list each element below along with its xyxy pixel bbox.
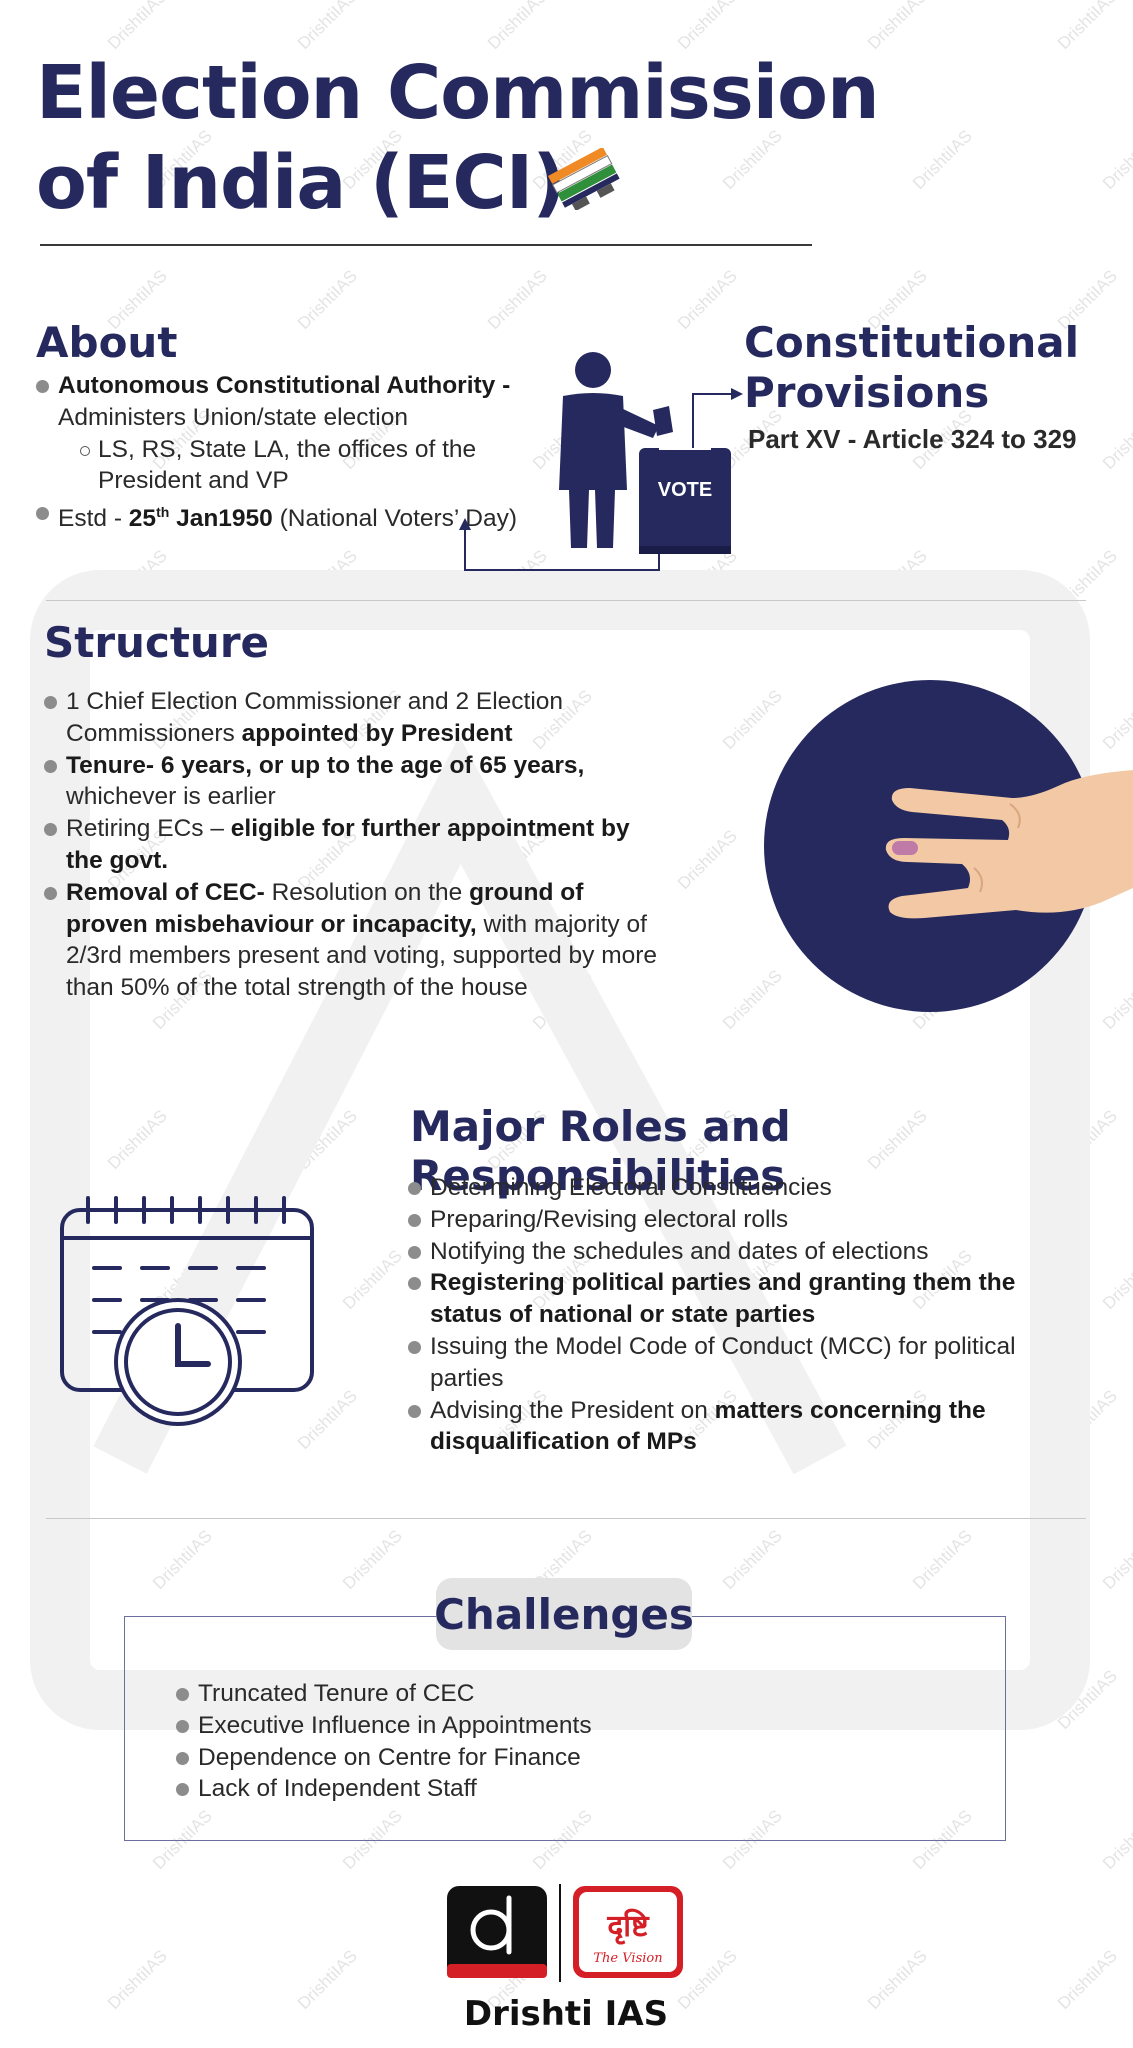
roles-heading: Major Roles and Responsibilities	[410, 1102, 791, 1200]
watermark-text: DrishtiIAS	[338, 1246, 406, 1314]
watermark-text: DrishtiIAS	[863, 0, 931, 54]
roles-list: Determining Electoral Constituencies Pre…	[408, 1172, 1048, 1458]
roles-item: Advising the President on matters concer…	[408, 1395, 1048, 1459]
challenges-item: Truncated Tenure of CEC	[176, 1678, 876, 1710]
constitutional-provisions-heading: Constitutional Provisions	[744, 318, 1079, 417]
watermark-text: DrishtiIAS	[1098, 1246, 1133, 1314]
watermark-text: DrishtiIAS	[673, 266, 741, 334]
structure-item: 1 Chief Election Commissioner and 2 Elec…	[44, 686, 664, 750]
title-line-2: of India (ECI)	[36, 140, 566, 226]
section-divider	[46, 1518, 1086, 1519]
structure-list: 1 Chief Election Commissioner and 2 Elec…	[44, 686, 664, 1004]
brand-tagline: The Vision	[593, 1951, 662, 1966]
watermark-text: DrishtiIAS	[293, 1946, 361, 2014]
arrow-right-icon	[731, 388, 743, 400]
brand-name: Drishti IAS	[463, 1994, 669, 2034]
drishti-ias-logo: d दृष्टि The Vision	[447, 1884, 683, 1982]
challenges-item: Dependence on Centre for Finance	[176, 1742, 876, 1774]
about-heading: About	[36, 318, 178, 367]
challenges-item: Lack of Independent Staff	[176, 1773, 876, 1805]
title-line-1: Election Commission	[36, 50, 880, 136]
about-list: Autonomous Constitutional Authority -Adm…	[36, 370, 576, 535]
watermark-text: DrishtiIAS	[483, 266, 551, 334]
watermark-text: DrishtiIAS	[908, 126, 976, 194]
calendar-clock-icon	[60, 1196, 314, 1426]
structure-item: Retiring ECs – eligible for further appo…	[44, 813, 664, 877]
watermark-text: DrishtiIAS	[1053, 1946, 1121, 2014]
evm-logo-icon	[548, 148, 620, 210]
watermark-text: DrishtiIAS	[718, 1526, 786, 1594]
watermark-text: DrishtiIAS	[1053, 0, 1121, 54]
page-title: Election Commission of India (ECI)	[36, 48, 880, 228]
watermark-text: DrishtiIAS	[103, 1106, 171, 1174]
watermark-text: DrishtiIAS	[1053, 1386, 1121, 1454]
about-item: Estd - 25th Jan1950 (National Voters’ Da…	[36, 497, 576, 535]
watermark-text: DrishtiIAS	[673, 0, 741, 54]
vote-box-label: VOTE	[658, 479, 712, 501]
structure-item: Tenure- 6 years, or up to the age of 65 …	[44, 750, 664, 814]
watermark-text: DrishtiIAS	[908, 1526, 976, 1594]
watermark-text: DrishtiIAS	[673, 826, 741, 894]
roles-item: Notifying the schedules and dates of ele…	[408, 1236, 1048, 1268]
about-sub-item: LS, RS, State LA, the offices of the Pre…	[36, 434, 576, 498]
watermark-text: DrishtiIAS	[338, 1526, 406, 1594]
structure-item: Removal of CEC- Resolution on the ground…	[44, 877, 664, 1004]
arrow-up-icon	[459, 518, 471, 530]
challenges-item: Executive Influence in Appointments	[176, 1710, 876, 1742]
inked-finger-hand-illustration	[764, 680, 1133, 1012]
watermark-text: DrishtiIAS	[1098, 126, 1133, 194]
section-divider	[46, 600, 1086, 601]
watermark-text: DrishtiIAS	[103, 1946, 171, 2014]
constitutional-provisions-text: Part XV - Article 324 to 329	[748, 424, 1077, 454]
watermark-text: DrishtiIAS	[293, 0, 361, 54]
watermark-text: DrishtiIAS	[863, 1946, 931, 2014]
roles-item: Registering political parties and granti…	[408, 1267, 1048, 1331]
challenges-heading-badge: Challenges	[434, 1578, 694, 1650]
challenges-heading: Challenges	[434, 1589, 694, 1639]
about-item: Autonomous Constitutional Authority -Adm…	[36, 370, 576, 434]
watermark-text: DrishtiIAS	[293, 266, 361, 334]
watermark-text: DrishtiIAS	[1098, 1526, 1133, 1594]
structure-heading: Structure	[44, 618, 270, 667]
brand-hindi: दृष्टि	[606, 1908, 650, 1945]
watermark-text: DrishtiIAS	[293, 1106, 361, 1174]
roles-item: Determining Electoral Constituencies	[408, 1172, 1048, 1204]
watermark-text: DrishtiIAS	[103, 546, 171, 614]
watermark-text: DrishtiIAS	[1053, 1666, 1121, 1734]
watermark-text: DrishtiIAS	[293, 546, 361, 614]
roles-item: Preparing/Revising electoral rolls	[408, 1204, 1048, 1236]
watermark-text: DrishtiIAS	[1098, 406, 1133, 474]
watermark-text: DrishtiIAS	[1098, 1806, 1133, 1874]
roles-item: Issuing the Model Code of Conduct (MCC) …	[408, 1331, 1048, 1395]
voter-ballot-box-illustration: VOTE	[459, 352, 743, 571]
hand-icon	[885, 770, 1133, 919]
watermark-text: DrishtiIAS	[863, 546, 931, 614]
watermark-text: DrishtiIAS	[148, 1526, 216, 1594]
title-underline	[40, 244, 812, 246]
watermark-text: DrishtiIAS	[483, 0, 551, 54]
challenges-list: Truncated Tenure of CEC Executive Influe…	[176, 1678, 876, 1805]
watermark-text: DrishtiIAS	[103, 0, 171, 54]
watermark-text: DrishtiIAS	[1053, 546, 1121, 614]
